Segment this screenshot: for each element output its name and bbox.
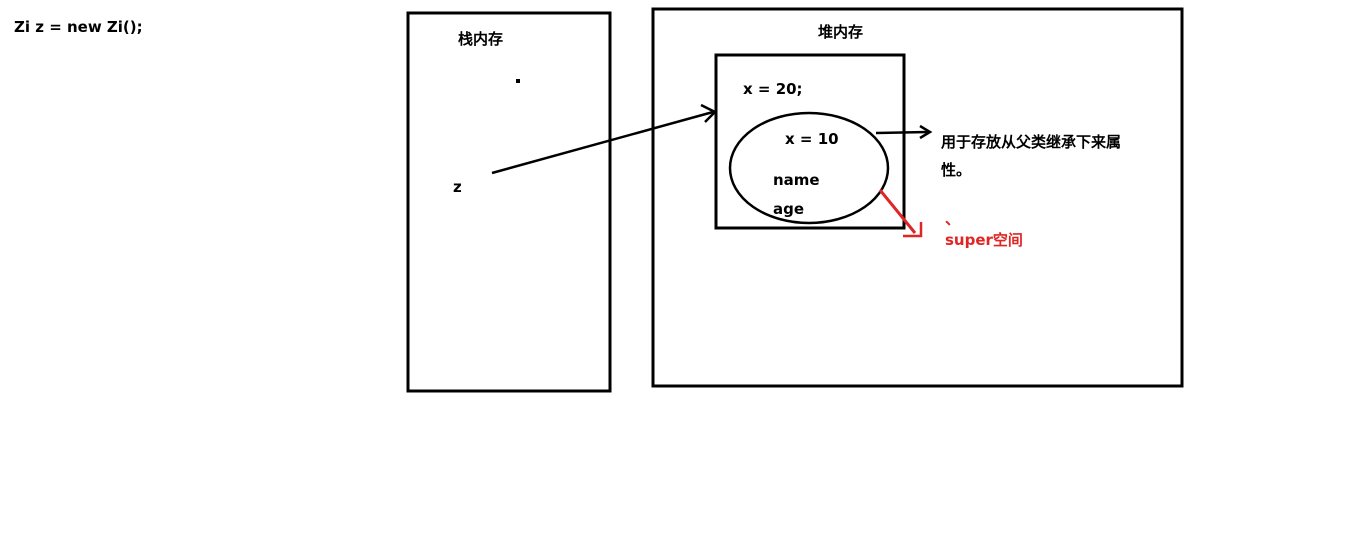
object-field-x: x = 20;: [743, 80, 803, 98]
super-mark: 、: [945, 210, 961, 228]
code-statement: Zi z = new Zi();: [14, 18, 143, 36]
super-space-ellipse: [728, 111, 890, 225]
super-arrow: [878, 189, 917, 234]
note-arrow: [875, 130, 929, 135]
super-space-label: super空间: [945, 231, 1023, 249]
reference-arrow: [491, 110, 714, 175]
reference-arrowhead: [700, 103, 718, 123]
note-arrowhead: [919, 124, 933, 140]
heap-memory-box: [651, 7, 1184, 388]
super-field-x: x = 10: [785, 130, 839, 148]
super-field-age: age: [773, 200, 805, 218]
stack-variable-z: z: [453, 178, 462, 196]
stack-memory-title: 栈内存: [458, 30, 504, 48]
heap-memory-title: 堆内存: [818, 23, 864, 41]
stack-dot: [516, 79, 520, 83]
super-arrowhead: [903, 222, 923, 238]
inheritance-note: 用于存放从父类继承下来属性。: [941, 133, 1122, 179]
super-field-name: name: [773, 171, 820, 189]
stack-memory-box: [406, 11, 612, 393]
zi-object-box: [714, 53, 906, 230]
